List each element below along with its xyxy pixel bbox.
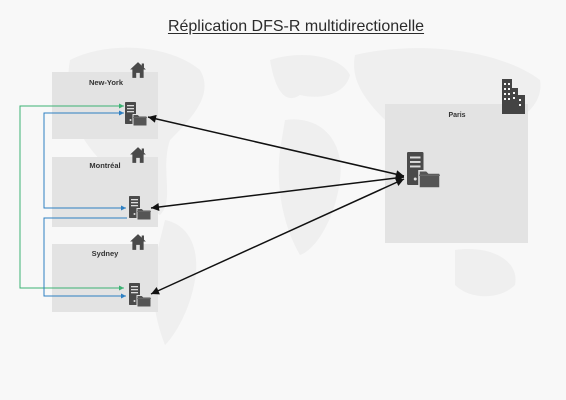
diagram-title: Réplication DFS-R multidirectionelle [167,18,425,35]
site-label-sydney: Sydney [92,249,120,258]
building-tower [502,79,512,114]
building-windows [504,83,521,106]
link-blue-new-york-montreal [43,110,126,211]
map-landmass [278,119,341,256]
site-box-paris [385,104,528,243]
link-green-new-york-sydney [19,103,124,291]
replication-arrow-montreal-paris [150,174,405,211]
site-label-paris: Paris [448,112,465,119]
site-label-new-york: New-York [89,78,124,87]
map-landmass [270,55,350,99]
map-landmass [455,249,516,297]
link-blue-montreal-sydney [43,217,127,299]
site-label-montreal: Montréal [89,161,120,170]
replication-arrow-new-york-paris [147,114,405,179]
building-tower [510,88,518,114]
office-building-icon [502,79,525,114]
replication-arrow-sydney-paris [150,178,405,295]
